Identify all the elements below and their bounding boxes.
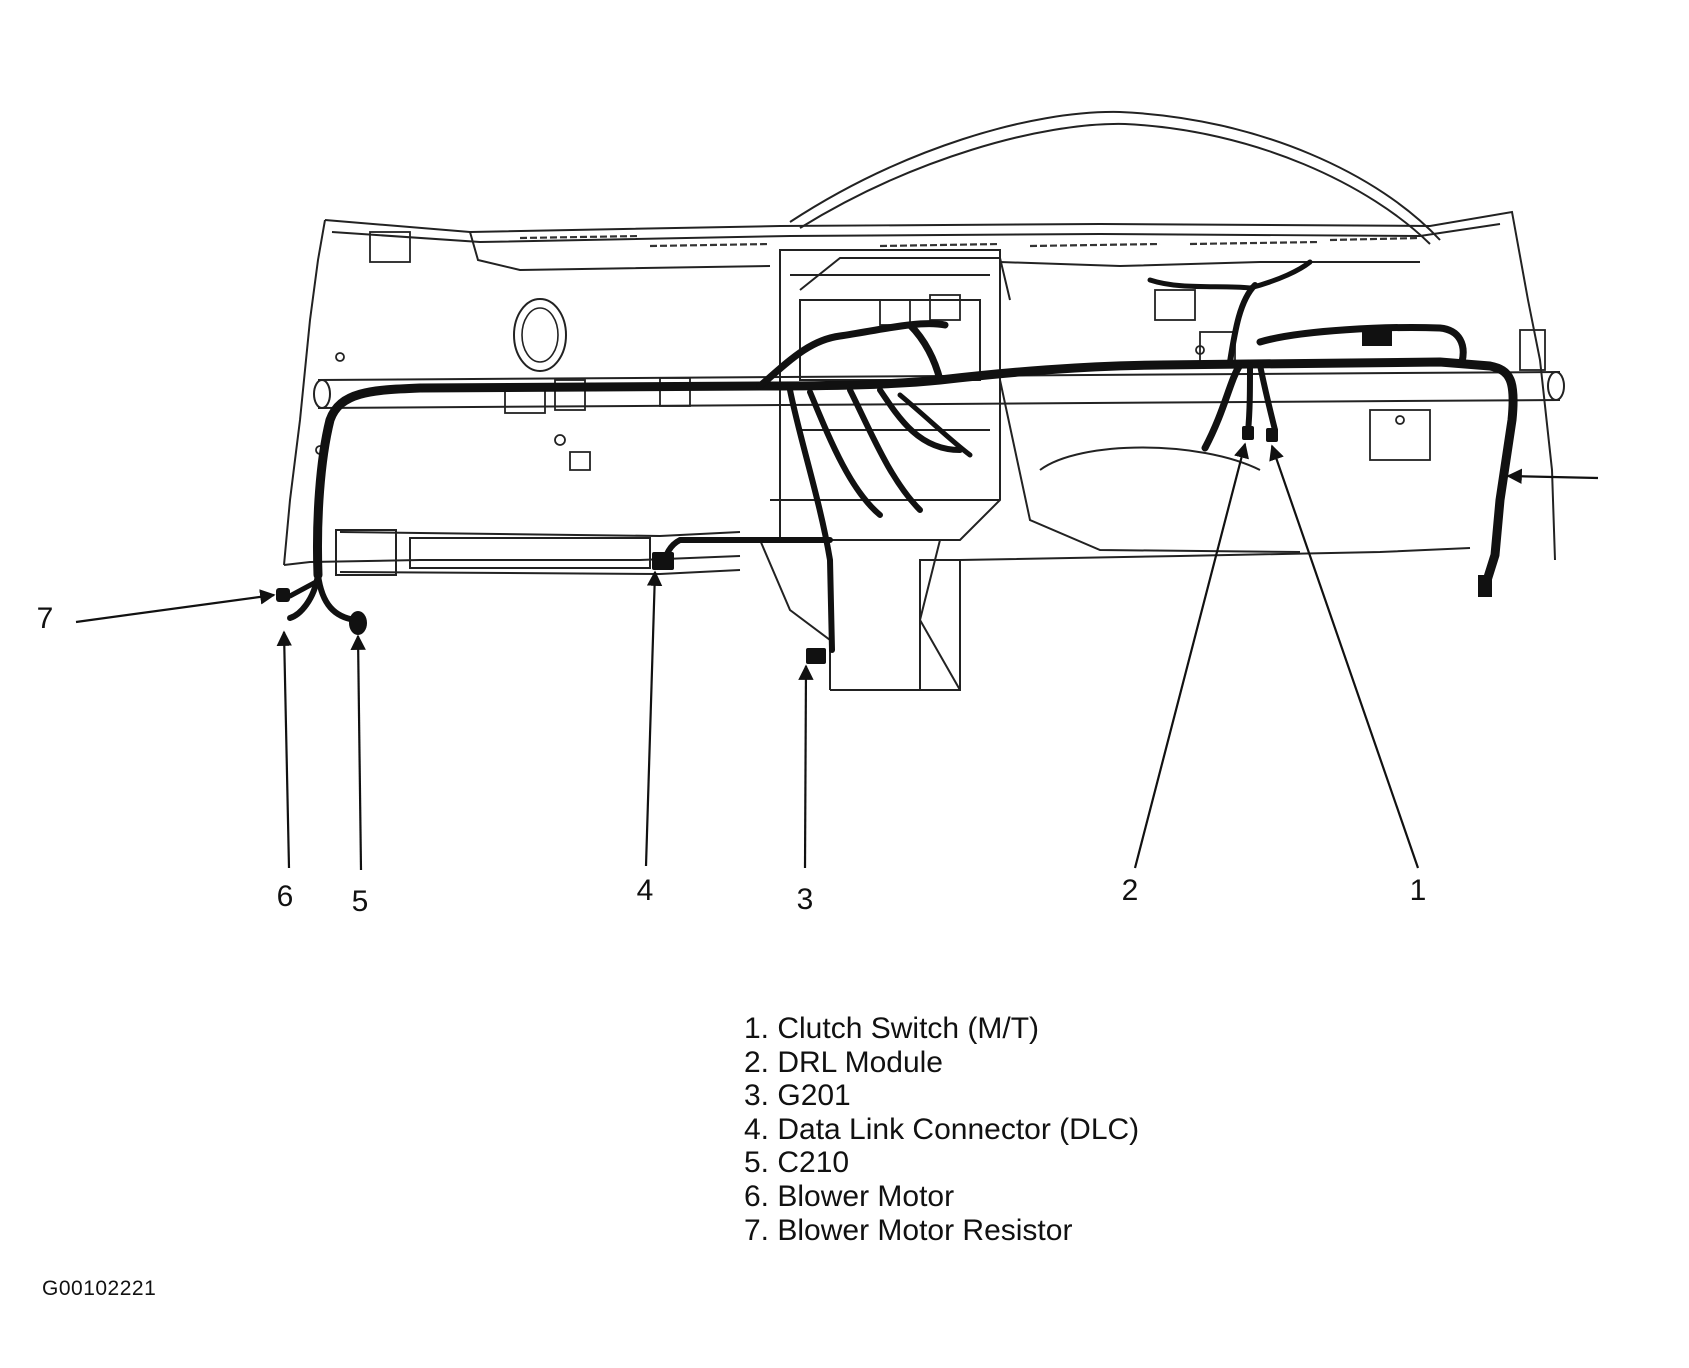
leader-6 [276, 630, 292, 869]
leader-3 [798, 664, 814, 869]
legend-item: 6. Blower Motor [744, 1179, 955, 1213]
callout-4: 4 [636, 874, 654, 907]
component-legend: 1. Clutch Switch (M/T) 2. DRL Module 3. … [744, 1012, 1139, 1247]
legend-item: 3. G201 [744, 1079, 851, 1113]
callout-2: 2 [1121, 874, 1139, 907]
leader-right [1506, 468, 1599, 485]
wiring-harness [287, 259, 1518, 653]
callout-1: 1 [1409, 874, 1427, 907]
lower-support-bar [335, 529, 741, 576]
legend-item: 5. C210 [744, 1146, 850, 1180]
instrument-panel-outline [283, 210, 1556, 691]
leader-7 [75, 589, 276, 624]
callout-leaders [75, 442, 1599, 871]
side-vent [513, 298, 567, 372]
leader-1 [1269, 444, 1420, 869]
legend-item: 1. Clutch Switch (M/T) [744, 1012, 1040, 1045]
callout-6: 6 [276, 880, 294, 913]
harness-connectors [276, 330, 1492, 664]
leader-2 [1133, 442, 1249, 869]
leader-4 [644, 570, 663, 867]
center-stack [770, 249, 1001, 691]
leader-5 [350, 634, 366, 871]
legend-item: 2. DRL Module [744, 1045, 943, 1079]
figure-id: G00102221 [42, 1277, 157, 1300]
defroster-vents [519, 234, 1421, 248]
windshield-outline [789, 110, 1441, 245]
callout-7: 7 [36, 602, 54, 635]
callout-3: 3 [796, 883, 814, 916]
legend-item: 7. Blower Motor Resistor [744, 1213, 1073, 1247]
legend-item: 4. Data Link Connector (DLC) [744, 1112, 1140, 1146]
callout-5: 5 [351, 885, 369, 918]
